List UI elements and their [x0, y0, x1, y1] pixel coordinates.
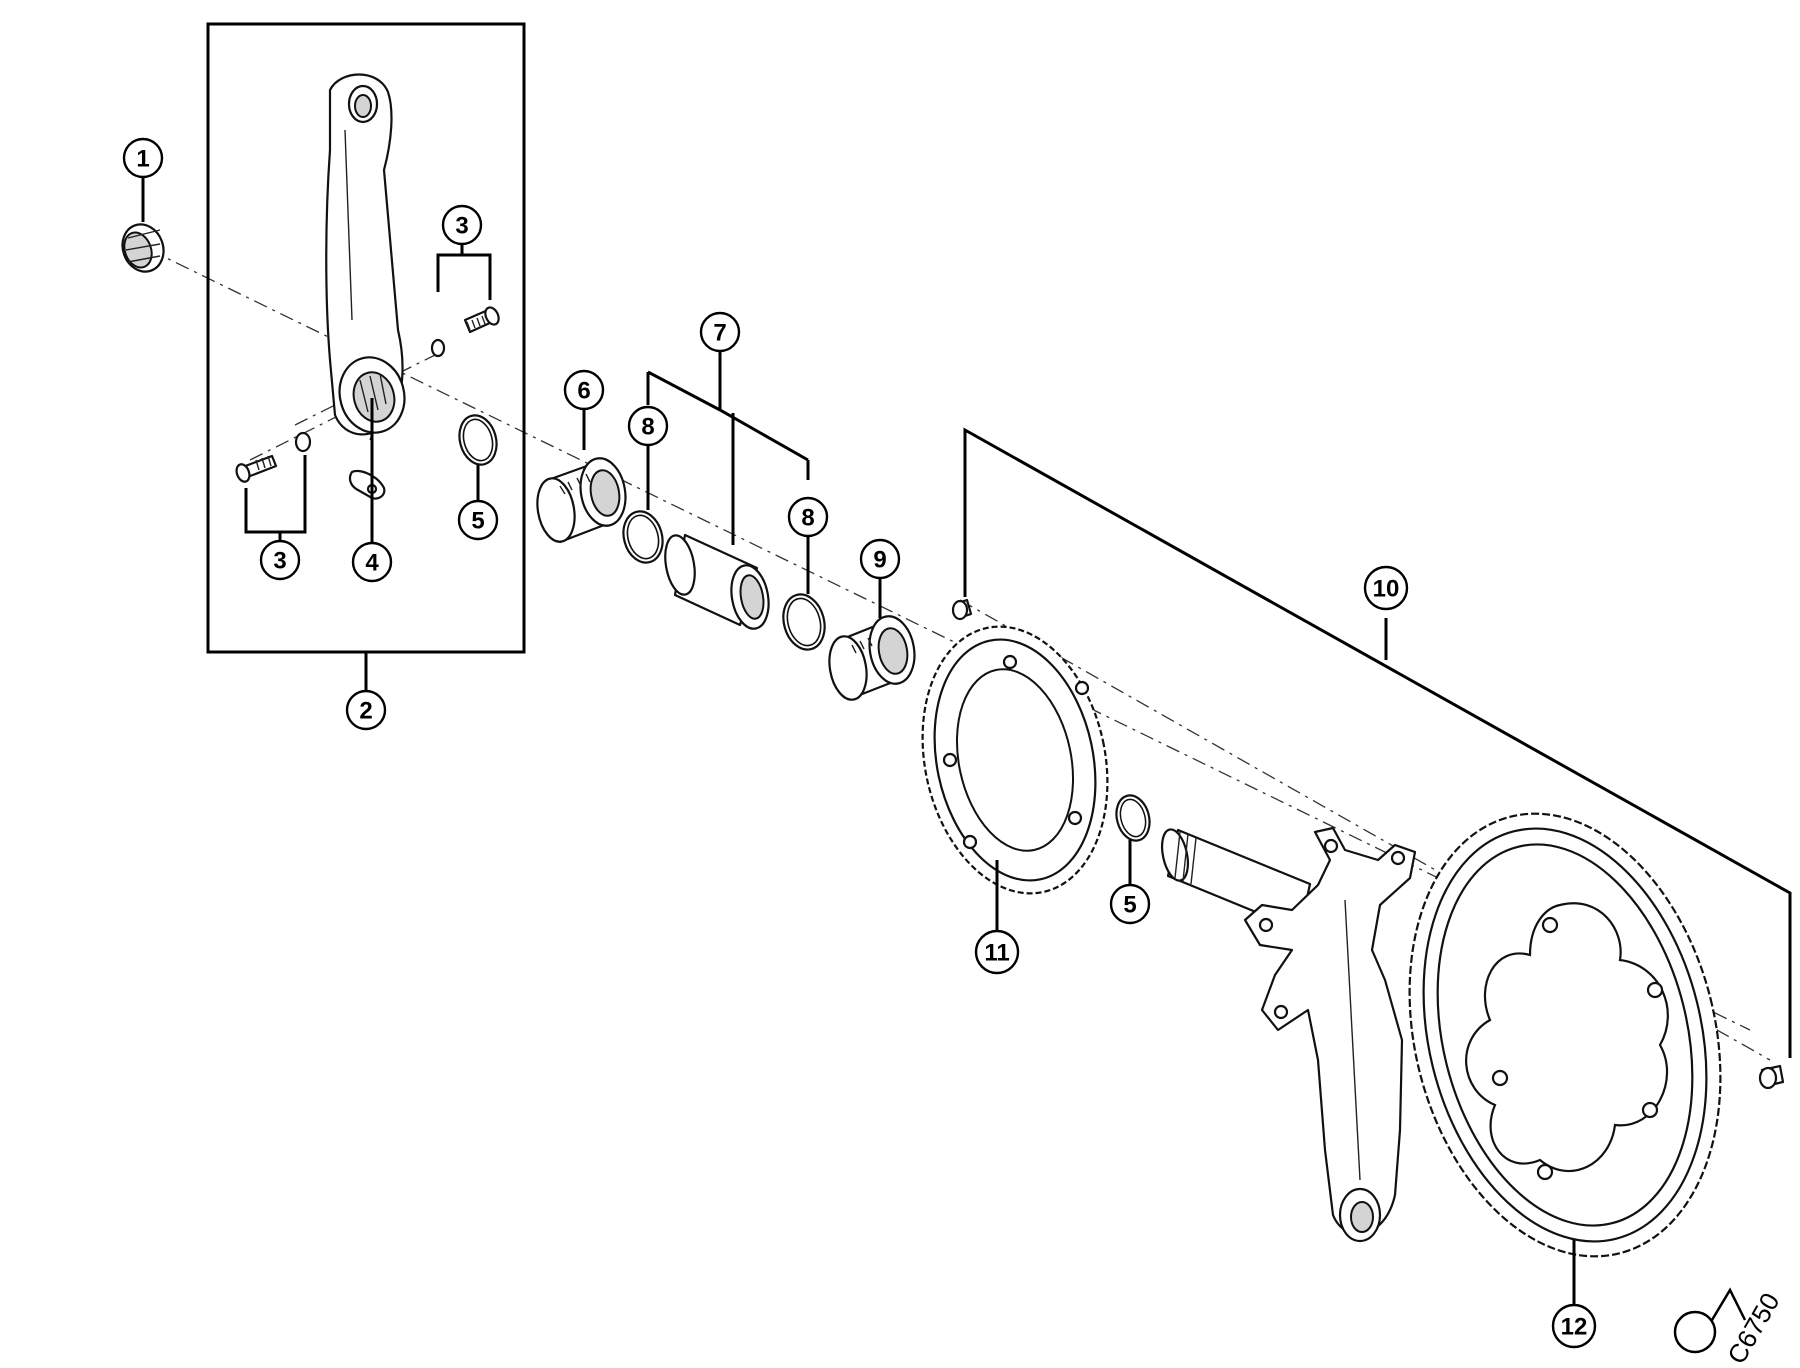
svg-text:3: 3 — [455, 213, 468, 240]
svg-text:8: 8 — [641, 414, 654, 441]
chainring-bolt — [1758, 1064, 1785, 1090]
svg-text:6: 6 — [577, 378, 590, 405]
callout-6: 6 — [563, 369, 605, 411]
watermark: C6750 — [1673, 1287, 1786, 1368]
seal-ring-left — [622, 510, 664, 564]
watermark-code: C6750 — [1721, 1288, 1785, 1368]
bottom-bracket-cup-left — [536, 457, 627, 544]
callout-9: 9 — [859, 538, 901, 580]
callout-8-left: 8 — [627, 405, 669, 447]
callout-3-lower: 3 — [259, 539, 301, 581]
svg-text:7: 7 — [713, 320, 726, 347]
svg-text:12: 12 — [1561, 1314, 1588, 1341]
callout-7: 7 — [699, 311, 741, 353]
callout-12: 12 — [1551, 1303, 1597, 1349]
svg-text:11: 11 — [984, 940, 1009, 967]
svg-text:5: 5 — [471, 508, 484, 535]
pinch-bolt-lower — [235, 431, 312, 483]
callout-10: 10 — [1363, 565, 1409, 611]
callout-11: 11 — [974, 929, 1020, 975]
crank-cap-bolt — [121, 223, 165, 273]
outer-chainring — [1408, 812, 1722, 1258]
callout-5-right: 5 — [1109, 883, 1151, 925]
svg-text:8: 8 — [801, 505, 814, 532]
bottom-bracket-cup-right — [828, 615, 916, 701]
callout-4: 4 — [351, 541, 393, 583]
svg-text:1: 1 — [136, 146, 149, 173]
leader-lines — [141, 177, 1792, 1305]
chainring-nut — [951, 598, 973, 621]
bike-logo-icon — [1673, 1287, 1747, 1354]
callout-8-right: 8 — [787, 496, 829, 538]
svg-text:9: 9 — [873, 547, 886, 574]
right-crank-arm — [1160, 826, 1417, 1243]
spacer-ring-left — [458, 414, 498, 466]
pinch-bolt-upper — [430, 306, 500, 358]
svg-text:5: 5 — [1123, 892, 1136, 919]
svg-text:2: 2 — [359, 698, 372, 725]
svg-text:4: 4 — [365, 550, 379, 577]
svg-text:3: 3 — [273, 548, 286, 575]
callout-2: 2 — [345, 689, 387, 731]
left-crank-arm — [325, 73, 406, 436]
spacer-ring-right — [1115, 794, 1151, 842]
callout-5-left: 5 — [457, 499, 499, 541]
inner-chainring — [921, 625, 1109, 895]
safety-plate — [348, 469, 386, 500]
svg-text:10: 10 — [1373, 576, 1400, 603]
callout-3-upper: 3 — [441, 204, 483, 246]
seal-ring-right — [782, 593, 826, 651]
inner-cover-tube — [664, 533, 770, 630]
callout-1: 1 — [122, 137, 164, 179]
callouts: 1 2 3 3 4 5 5 6 — [122, 137, 1597, 1349]
